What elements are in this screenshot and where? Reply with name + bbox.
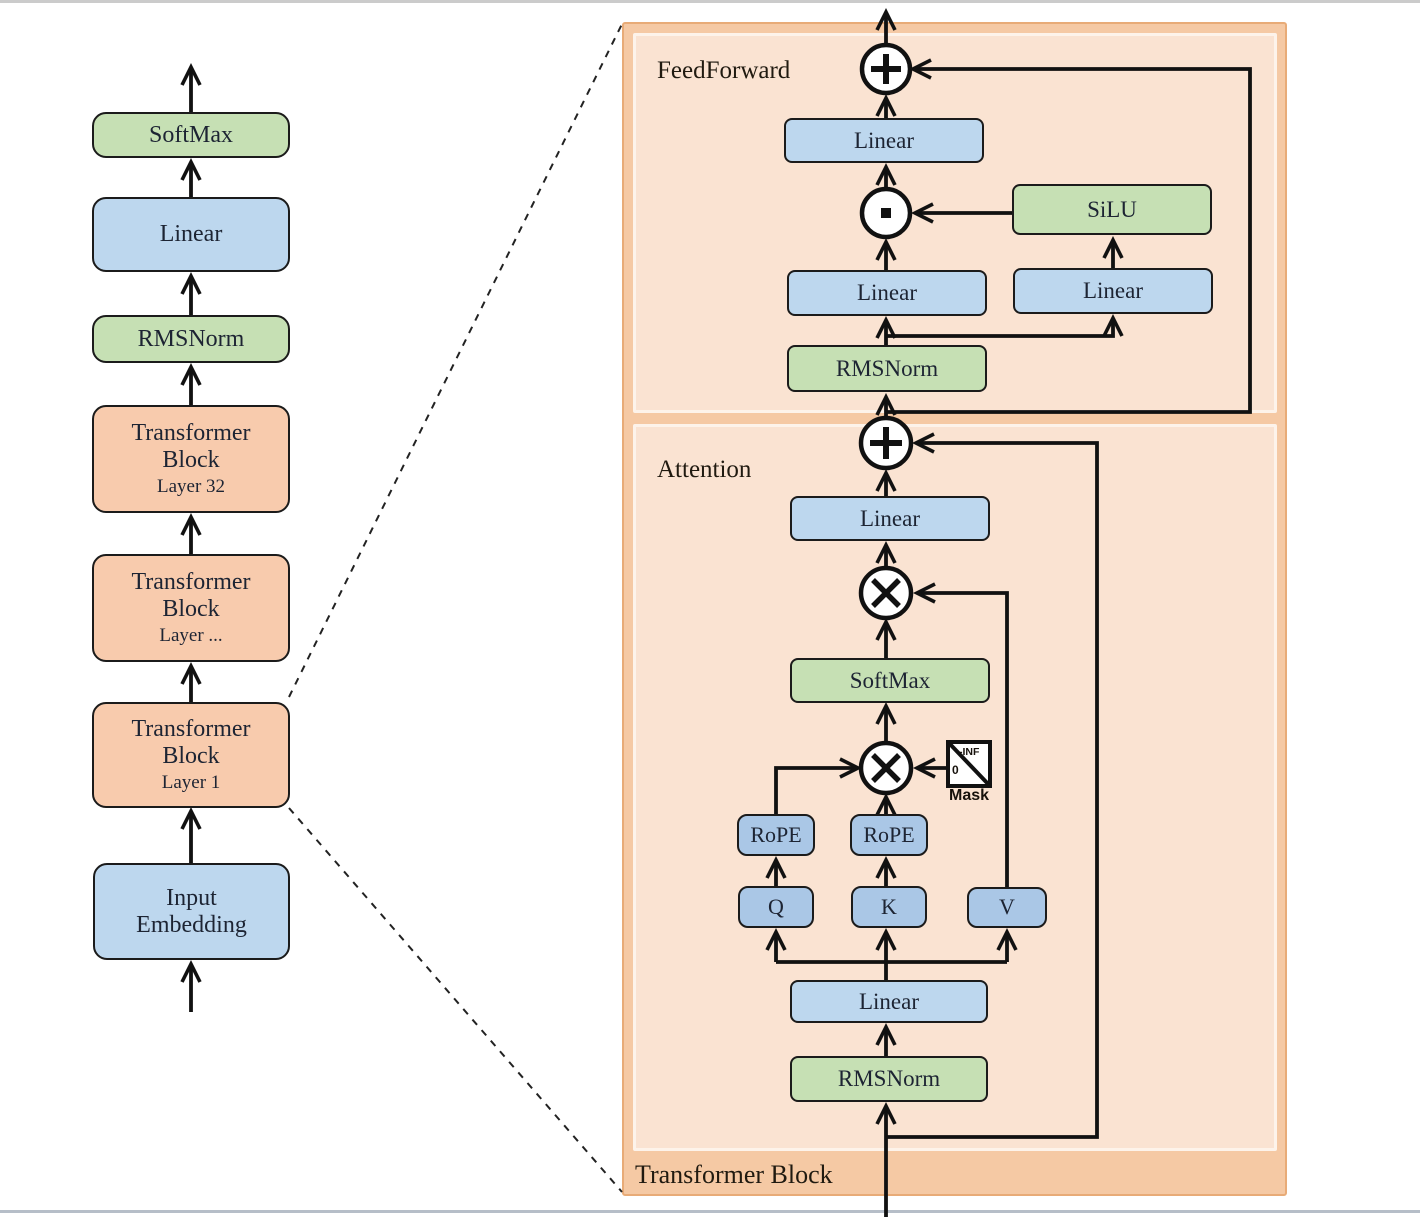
softmax-block: SoftMax: [92, 112, 290, 158]
mask-caption: Mask: [948, 787, 990, 804]
transformer-block-panel-label: Transformer Block: [635, 1160, 833, 1189]
linear-label: Linear: [856, 280, 917, 306]
ff-rmsnorm-block: RMSNorm: [787, 345, 987, 392]
layer-sublabel: Layer ...: [159, 625, 223, 647]
rmsnorm-label: RMSNorm: [837, 1066, 941, 1092]
linear-label: Linear: [1082, 278, 1143, 304]
mask-icon: [946, 740, 992, 788]
key-block: K: [851, 886, 927, 928]
transformer-block-layer-32: Transformer Block Layer 32: [92, 405, 290, 513]
add-icon: [858, 415, 914, 471]
add-icon: [859, 42, 913, 96]
matmul-icon: [858, 565, 914, 621]
attention-rmsnorm-block: RMSNorm: [790, 1056, 988, 1102]
ff-linear-up-block: Linear: [1013, 268, 1213, 314]
silu-block: SiLU: [1012, 184, 1212, 235]
rope-q-block: RoPE: [737, 814, 815, 856]
linear-label: Linear: [853, 127, 914, 153]
rmsnorm-block: RMSNorm: [92, 315, 290, 363]
mask-zero-label: 0: [952, 763, 959, 777]
bottom-border-line: [0, 1210, 1420, 1213]
input-embedding-block: Input Embedding: [93, 863, 290, 960]
linear-label: Linear: [159, 221, 223, 248]
layer-sublabel: Layer 1: [161, 772, 221, 794]
silu-label: SiLU: [1087, 196, 1137, 222]
q-label: Q: [768, 893, 784, 919]
flow-arrows: [180, 7, 1252, 1217]
transformer-block-label: Transformer Block: [131, 420, 251, 474]
v-label: V: [999, 894, 1015, 920]
matmul-icon: [858, 740, 914, 796]
transformer-block-label: Transformer Block: [131, 716, 251, 770]
transformer-block-label: Transformer Block: [131, 569, 251, 623]
linear-label: Linear: [859, 505, 920, 531]
feedforward-section-label: FeedForward: [657, 57, 791, 84]
value-block: V: [967, 887, 1047, 928]
rmsnorm-label: RMSNorm: [835, 355, 939, 381]
transformer-block-layer-1: Transformer Block Layer 1: [92, 702, 290, 808]
k-label: K: [881, 893, 897, 919]
layer-sublabel: Layer 32: [156, 476, 226, 498]
zoom-guide-dashed-lines: [288, 23, 623, 1193]
linear-label: Linear: [858, 988, 919, 1014]
rmsnorm-label: RMSNorm: [137, 325, 245, 352]
rope-k-block: RoPE: [850, 814, 928, 856]
softmax-label: SoftMax: [149, 121, 233, 148]
attention-section-label: Attention: [657, 456, 752, 483]
ff-linear-gate-block: Linear: [787, 270, 987, 316]
attention-linear-qkv-block: Linear: [790, 980, 988, 1023]
elementwise-mul-icon: [859, 186, 913, 240]
attention-linear-out-block: Linear: [790, 496, 990, 541]
query-block: Q: [738, 886, 814, 928]
attention-softmax-block: SoftMax: [790, 658, 990, 703]
softmax-label: SoftMax: [849, 667, 931, 693]
top-border-line: [0, 0, 1420, 3]
rope-label: RoPE: [750, 821, 802, 847]
linear-block: Linear: [92, 197, 290, 272]
transformer-block-layer-dots: Transformer Block Layer ...: [92, 554, 290, 662]
mask-neg-inf-label: -INF: [959, 746, 980, 758]
input-embedding-label: Input Embedding: [136, 884, 247, 938]
rope-label: RoPE: [863, 821, 915, 847]
ff-linear-out-block: Linear: [784, 118, 984, 163]
